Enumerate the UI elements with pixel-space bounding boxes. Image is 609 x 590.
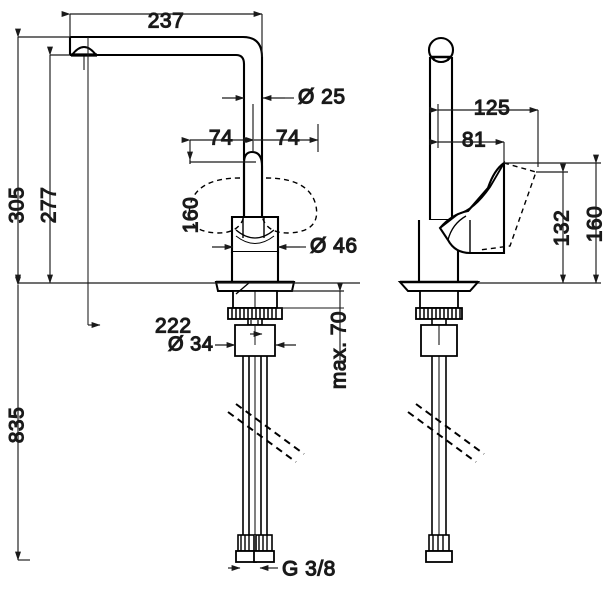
break-marks	[227, 403, 305, 463]
side-hose-end-fitting	[425, 534, 453, 563]
dim-74-b-label: 74	[276, 127, 300, 150]
cartridge-cap	[230, 215, 280, 254]
side-supply-hose	[431, 356, 447, 535]
dim-g38-label: G 3/8	[282, 558, 336, 581]
dim-277-label: 277	[38, 187, 61, 224]
side-spout-column	[427, 36, 455, 222]
dim-d34-label: Ø 34	[168, 333, 213, 355]
dim-81-label: 81	[462, 129, 486, 152]
dim-222-label: 222	[155, 315, 192, 338]
body-cylinder	[230, 252, 280, 284]
side-view-group	[397, 36, 537, 563]
dim-160-side-label: 160	[584, 206, 607, 243]
dim-237-label: 237	[148, 10, 185, 33]
dim-max70-label: max. 70	[328, 311, 351, 389]
front-view-group	[68, 35, 318, 563]
dim-305-label: 305	[6, 187, 29, 224]
dim-835-label: 835	[6, 407, 29, 444]
side-shank-block	[419, 290, 459, 309]
side-lower-shank	[420, 324, 458, 357]
side-lever-handle	[438, 160, 506, 255]
dim-125-label: 125	[474, 97, 511, 120]
dim-160-front-label: 160	[180, 197, 203, 234]
dim-74-a-label: 74	[209, 127, 233, 150]
supply-hoses	[242, 356, 268, 535]
side-break-marks	[407, 403, 485, 463]
dim-d25-label: Ø 25	[298, 86, 346, 109]
threaded-collar	[227, 307, 283, 326]
dim-d46-label: Ø 46	[310, 235, 358, 258]
side-view-dimensions: 125 81 132 160	[429, 96, 607, 284]
hose-end-fittings	[235, 534, 275, 563]
side-mounting-flange	[397, 280, 481, 292]
side-threaded-collar	[415, 307, 463, 326]
aerator-icon	[69, 45, 99, 70]
dim-132-label: 132	[551, 210, 574, 247]
front-view-dimensions: 237 305 277 Ø 25 74 74 160 Ø 46	[5, 9, 360, 581]
handle-swing-arcs	[188, 177, 318, 234]
side-lever-swing-arc	[479, 162, 537, 251]
